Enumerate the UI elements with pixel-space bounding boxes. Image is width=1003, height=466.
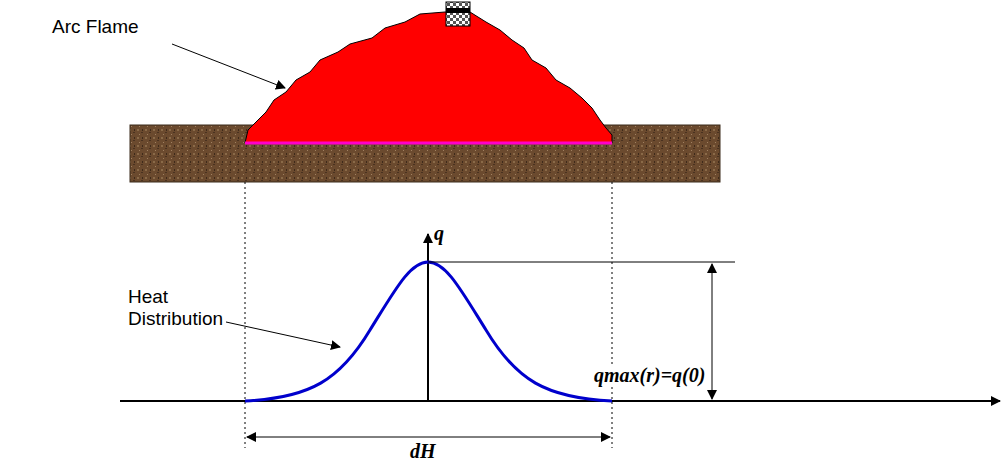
arc-flame-shape <box>245 12 612 143</box>
q-axis <box>427 234 429 401</box>
qmax-dimension <box>712 264 713 399</box>
axis-label: q <box>434 222 444 245</box>
dh-dimension <box>247 437 610 438</box>
part-label: Heat Distribution <box>128 286 238 330</box>
peak-extension-line <box>428 262 735 263</box>
projection-line <box>245 182 246 448</box>
part-label: Arc Flame <box>52 16 139 38</box>
leader-arrow <box>226 322 340 347</box>
dimension-label: dH <box>410 440 436 463</box>
heated-surface-line <box>245 142 612 145</box>
dimension-label: qmax(r)=q(0) <box>592 364 707 387</box>
electrode-icon <box>446 2 470 26</box>
heat-distribution-curve <box>245 262 612 401</box>
leader-arrow <box>172 44 285 88</box>
electrode-band <box>446 8 470 13</box>
projection-line <box>612 182 613 448</box>
